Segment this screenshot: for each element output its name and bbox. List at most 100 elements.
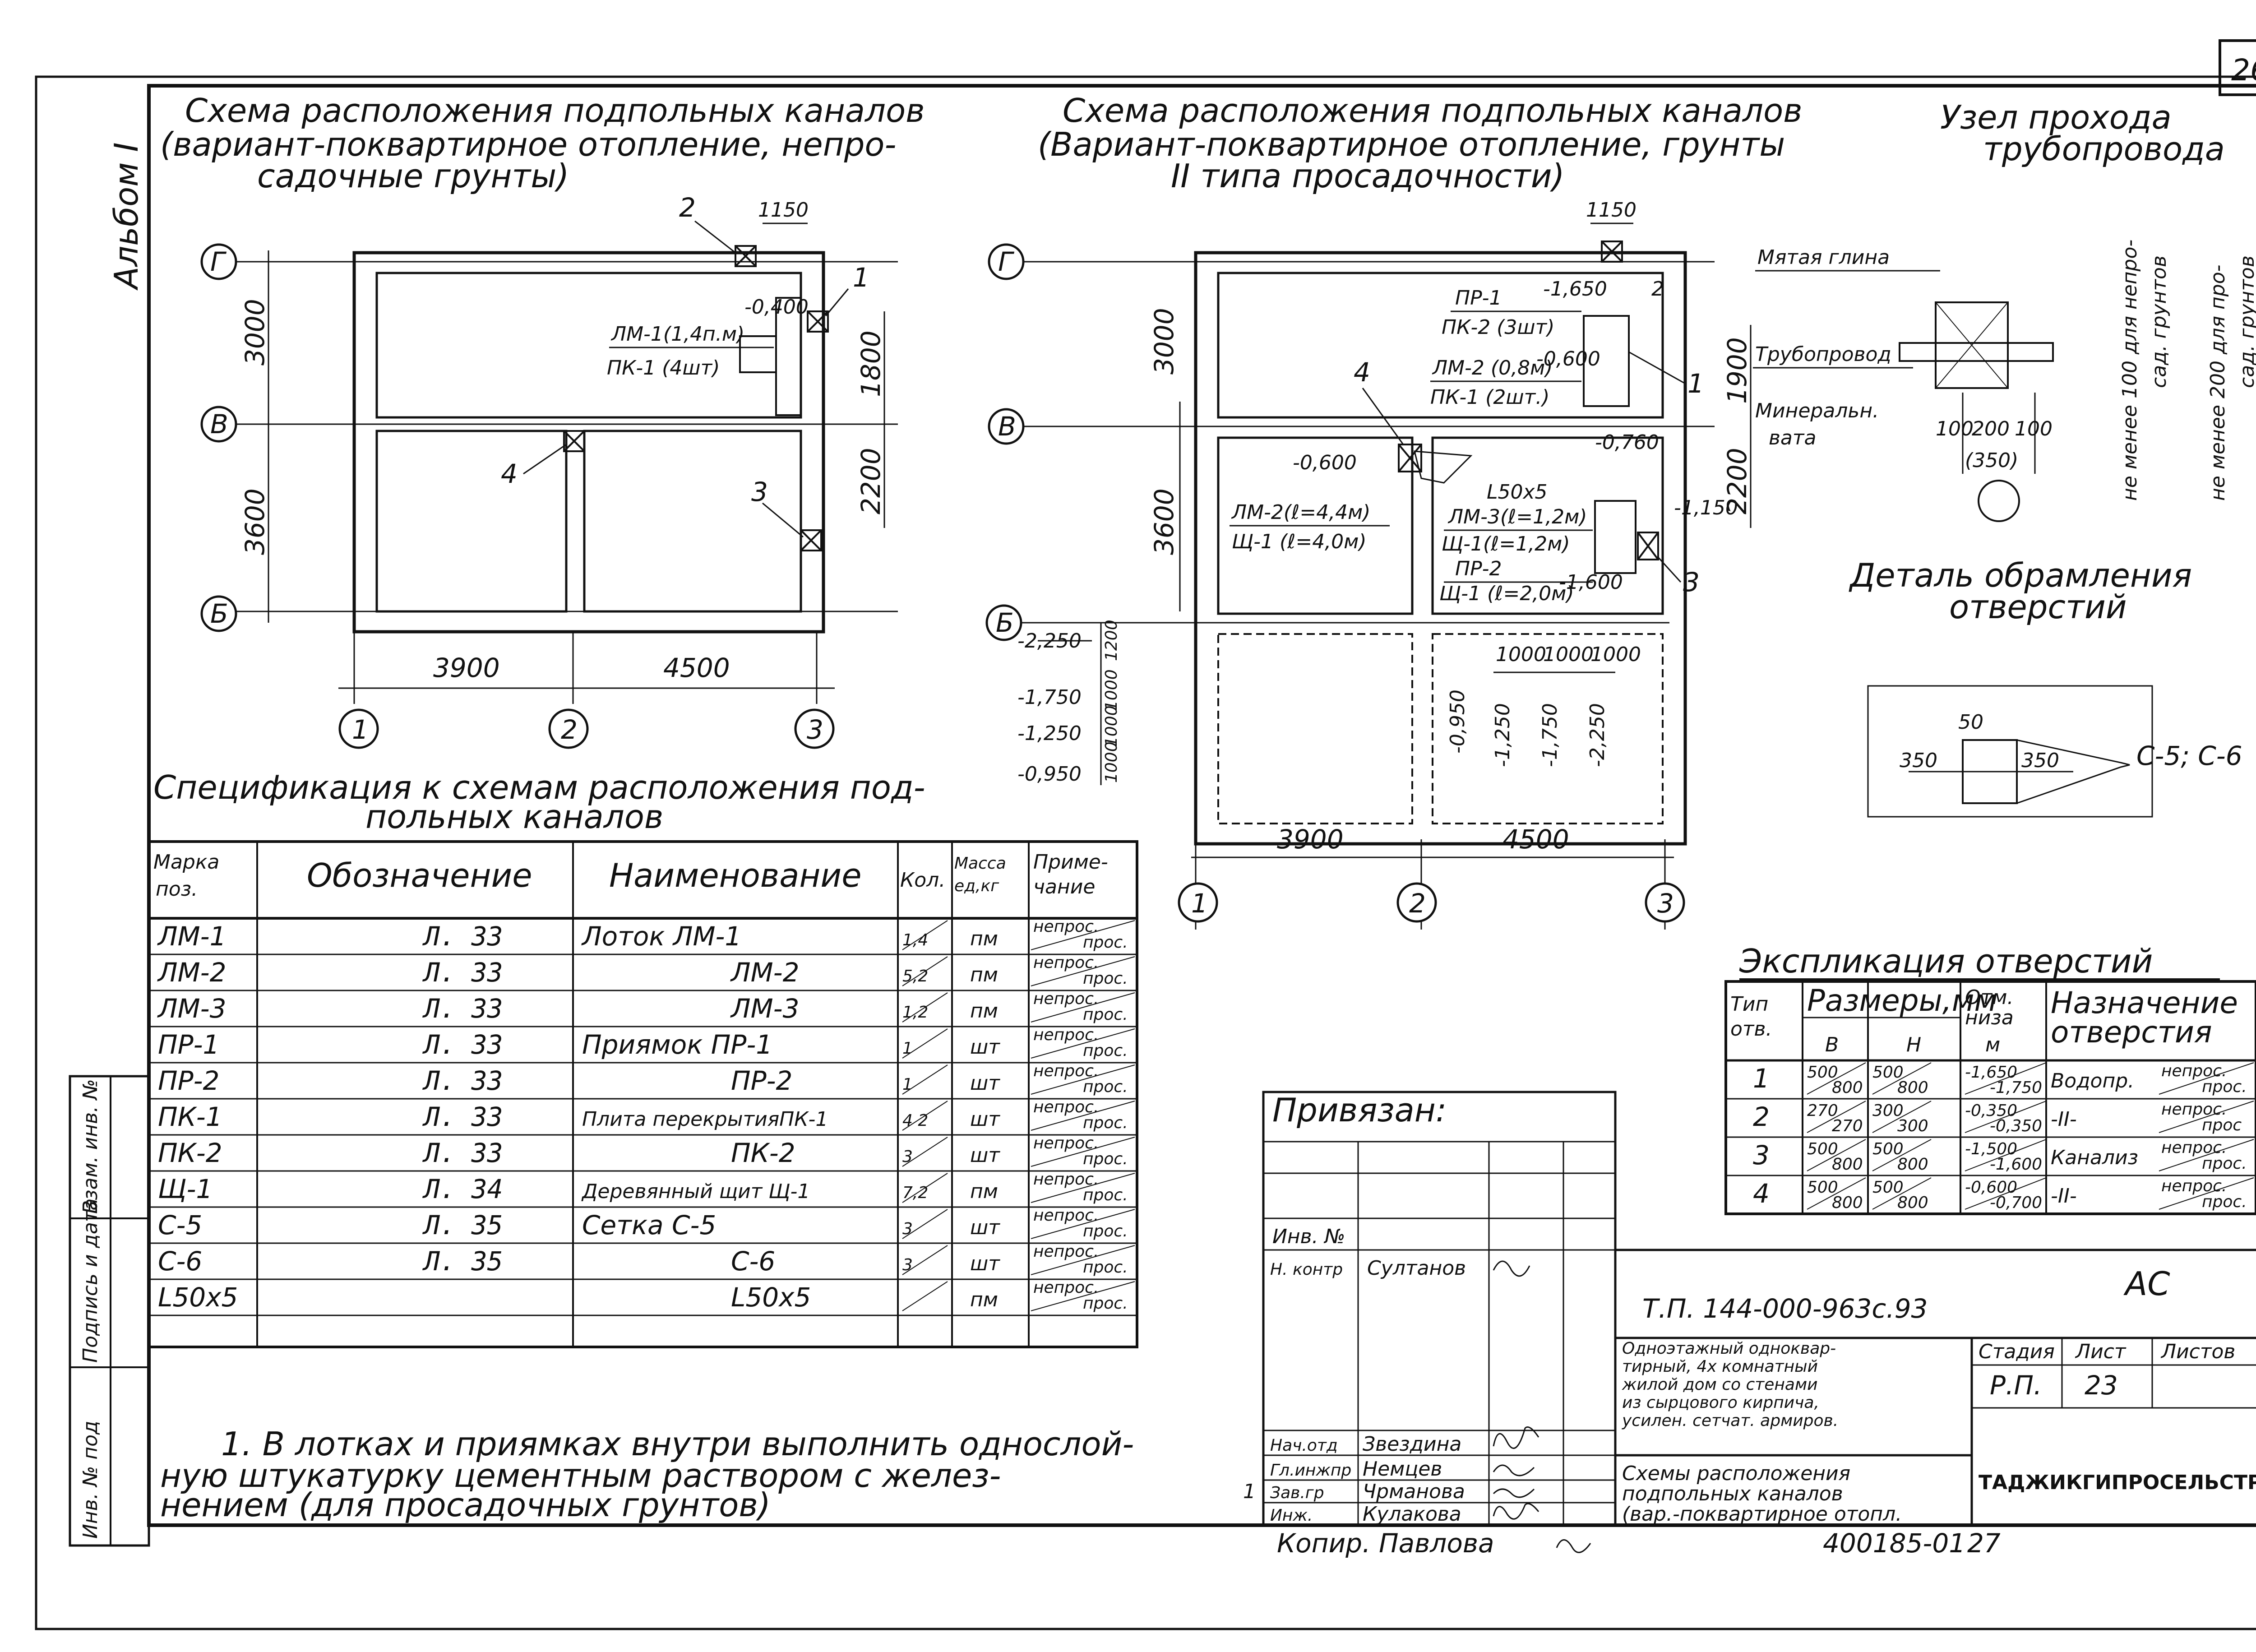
spec-cell-designation: Л. 33 [422,1065,503,1096]
scheme2-dim-3600: 3600 [1149,488,1179,555]
scheme2-dim-bottom-2: 1000 [1543,643,1594,666]
spec-cell-name: L50x5 [731,1282,811,1313]
scheme2-label-lm3: ЛМ-3(ℓ=1,2м) [1447,505,1587,528]
spec-cell-designation: Л. 35 [422,1210,503,1240]
spec-cell-note: непрос. [1033,953,1099,972]
scheme2-dim-1900: 1900 [1722,337,1752,404]
note-line2: ную штукатурку цементным раствором с жел… [160,1457,1001,1495]
expl-header-h: Н [1906,1033,1921,1056]
tb-title-1: Схемы расположения [1622,1462,1850,1485]
scheme2-label-sh1b: Щ-1 (ℓ=2,0м) [1439,582,1574,605]
scheme2-title-line2: (Вариант-поквартирное отопление, грунты [1038,125,1785,163]
spec-cell-mass: шт [970,1108,1000,1131]
scheme1-mark-4: 4 [501,458,518,489]
detail-callout: С-5; С-6 [2136,740,2242,771]
node-side2-line1: не менее 200 для про- [2206,265,2229,501]
scheme2-title-line1: Схема расположения подпольных каналов [1063,92,1803,130]
spec-cell-note: непрос. [1033,1062,1099,1080]
expl-cell-value-2: 800 [1897,1194,1928,1212]
spec-cell-name: Деревянный щит Щ-1 [581,1180,810,1203]
scheme2-level-0760: -0,760 [1595,431,1659,454]
expl-header-purpose: Назначение [2051,986,2238,1020]
spec-header-note-2: чание [1033,875,1095,898]
expl-cell-value-2: 800 [1897,1078,1928,1097]
outer-frame [35,75,2256,1630]
pipe-node-detail: Узел прохода трубопровода Мятая глина Тр… [1753,98,2256,522]
scheme2-dim-bottom-3: 1000 [1590,643,1641,666]
scheme1-dim-4500: 4500 [663,652,730,683]
node-dim-200: 200 [1972,417,2010,440]
expl-cell-value: -1,500 [1965,1140,2017,1158]
spec-cell-note: непрос. [1033,990,1099,1008]
scheme2-label-sh1c: Щ-1 (ℓ=4,0м) [1232,530,1367,553]
tb-bottom-code: 400185-01 [1823,1528,1965,1559]
tb-name-3: Чрманова [1363,1480,1465,1503]
scheme2-axis-markers [985,243,1685,923]
node-label-wool-2: вата [1769,426,1817,449]
expl-cell-value-2: 800 [1832,1155,1863,1174]
expl-cell-note: непрос. [2161,1177,2227,1195]
scheme2-lvl-left-dim-1: 1200 [1102,620,1121,661]
spec-cell-note: непрос. [1033,1206,1099,1225]
expl-header-mark-2: низа [1965,1006,2014,1029]
expl-cell-note-2: прос. [2202,1078,2247,1096]
scheme2-lvl-left-3: -1,250 [1017,722,1082,745]
spec-cell-name: ЛМ-2 [730,957,800,988]
scheme2-level-1650: -1,650 [1543,278,1607,301]
spec-cell-designation: Л. 33 [422,1138,503,1168]
spec-cell-mark: ЛМ-3 [157,993,227,1024]
scheme2-level-1600: -1,600 [1559,571,1623,594]
spec-header-name: Наименование [609,856,862,894]
expl-cell-value: 270 [1807,1101,1838,1120]
spec-cell-qty: 1,4 [902,931,928,949]
spec-cell-mark: L50x5 [158,1282,238,1313]
scheme1-dim-2200: 2200 [855,448,886,514]
detail-title-line2: отверстий [1949,588,2127,626]
scheme2-lvl-left-dim-2: 1000 [1102,669,1121,711]
tb-privyazan: Привязан: [1272,1091,1447,1129]
strip-vzam-inv: Взам. инв. № [79,1079,102,1214]
scheme2-axis-1: 1 [1191,888,1208,919]
expl-cell-type: 4 [1753,1178,1770,1209]
spec-title-line2: польных каналов [365,798,663,836]
scheme2-label-pr2: ПР-2 [1455,557,1502,580]
scheme2-lvl-left-dim-3: 1000 [1102,705,1121,747]
spec-header-mass-2: ед,кг [954,877,999,895]
expl-header-type-2: отв. [1730,1018,1772,1041]
tb-title-3: (вар.-поквартирное отопл. [1622,1503,1902,1526]
scheme2-label-pk1: ПК-1 (2шт.) [1430,386,1549,409]
spec-cell-mass: пм [970,963,998,986]
spec-cell-mass: пм [970,1288,998,1311]
spec-cell-note-2: прос. [1083,1078,1128,1096]
scheme1-title-line3: садочные грунты) [257,157,569,195]
spec-cell-note-2: прос. [1083,1222,1128,1240]
tb-org: ТАДЖИКГИПРОСЕЛЬСТРОЙ [1979,1470,2256,1494]
tb-nkontr-name: Султанов [1367,1257,1466,1280]
expl-cell-type: 1 [1753,1063,1770,1094]
spec-cell-designation: Л. 33 [422,993,503,1024]
scheme2-lvl-bottom-4: -2,250 [1586,703,1609,767]
spec-cell-mark: ЛМ-2 [157,957,227,988]
expl-cell-note-2: прос. [2202,1154,2247,1173]
node-side2-line2: сад. грунтов [2236,255,2256,388]
spec-cell-mark: ПК-1 [158,1101,222,1132]
node-dim-100b: 100 [2015,417,2053,440]
scheme1-title-line1: Схема расположения подпольных каналов [185,92,925,130]
scheme1-axis-v: В [210,409,228,440]
tb-bottom-num: 27 [1967,1528,2001,1559]
spec-cell-note-2: прос. [1083,1258,1128,1277]
scheme1-axis-b: Б [210,598,228,629]
title-block [1262,1091,2256,1527]
tb-kopir: Копир. Павлова [1277,1528,1494,1559]
expl-cell-value: 300 [1872,1101,1904,1120]
tb-role-3: Зав.гр [1270,1484,1324,1502]
left-strip: Взам. инв. № Подпись и дата Инв. № под [69,1075,150,1547]
scheme2-label-lm2-long: ЛМ-2(ℓ=4,4м) [1231,501,1370,524]
spec-cell-qty: 5,2 [902,967,928,986]
scheme1-label-lm: ЛМ-1(1,4п.м) [610,323,744,346]
scheme2-lvl-left-1: -2,250 [1017,629,1082,652]
expl-cell-value-2: 800 [1832,1078,1863,1097]
spec-cell-note: непрос. [1033,1242,1099,1261]
